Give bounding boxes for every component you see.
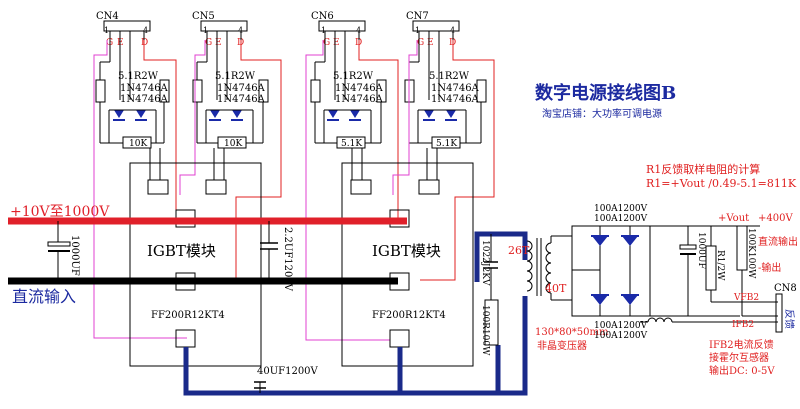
cn5-pin-g: G [205, 38, 212, 48]
cn7-pin-4: 4 [450, 26, 455, 35]
vfb2-label: VFB2 [733, 293, 759, 303]
bus-capacitor-mid: 2.2UF1200V [260, 221, 293, 292]
driver2-gate-res: 10K [224, 139, 242, 149]
r1-note-formula: R1=+Vout /0.49-5.1=811K [646, 177, 797, 190]
r1-note-title: R1反馈取样电阻的计算 [646, 162, 760, 176]
primary-turns: 26T [508, 244, 530, 257]
connector-cn5: CN5 G E 1 4 D [192, 11, 248, 48]
cn4-pin-d: D [141, 38, 148, 48]
cn4-label: CN4 [96, 11, 119, 22]
driver1-zener-b: 1N4746A [120, 94, 169, 105]
diode-bot-1: 100A1200V [594, 321, 648, 331]
gate-driver-1: 5.1R2W 1N4746A 1N4746A 10K [95, 40, 170, 180]
vout-plus: +Vout [718, 213, 749, 224]
ifb-note-2: 接霍尔互感器 [709, 351, 769, 364]
cn4-pin-4: 4 [143, 26, 148, 35]
v400: +400V [758, 213, 793, 224]
driver2-zener-a: 1N4746A [217, 83, 266, 94]
rectifier-bridge [571, 225, 651, 317]
minus-output: -输出 [758, 261, 781, 274]
bus-capacitor-left: 1000UF [47, 221, 80, 281]
ifb-note-1: IFB2电流反馈 [709, 338, 774, 351]
snubber: 1022J2KV 100R100W [480, 234, 499, 356]
bridge-output-wires [183, 231, 528, 396]
igbt1-part: FF200R12KT4 [151, 310, 225, 321]
cn6-pin-1: 1 [321, 26, 326, 35]
connector-cn6: CN6 G E 1 4 D [311, 11, 366, 48]
cn5-label: CN5 [192, 11, 215, 22]
igbt-module-1: IGBT模块 FF200R12KT4 [129, 162, 262, 367]
driver4-res: 5.1R2W [429, 71, 470, 82]
driver3-zener-a: 1N4746A [335, 83, 384, 94]
cn8-label: CN8 [774, 283, 797, 294]
transformer-size: 130*80*50mm [535, 327, 609, 338]
driver3-zener-b: 1N4746A [335, 94, 384, 105]
snubber-cap: 1022J2KV [480, 240, 490, 286]
gate-driver-2: 5.1R2W 1N4746A 1N4746A 10K [192, 40, 269, 180]
driver2-res: 5.1R2W [215, 71, 256, 82]
driver4-zener-a: 1N4746A [431, 83, 480, 94]
driver3-gate-res: 5.1K [341, 139, 362, 149]
bus-plus-label: +10V至1000V [10, 204, 110, 220]
connector-pins [109, 31, 454, 40]
page-title: 数字电源接线图B [535, 82, 676, 104]
driver1-res: 5.1R2W [118, 71, 159, 82]
dc-input-label: 直流输入 [12, 287, 76, 306]
out-cap-label: 1000UF [696, 232, 706, 269]
igbt-module-2: IGBT模块 FF200R12KT4 [341, 162, 474, 367]
snubber-res: 100R100W [480, 305, 490, 356]
cap-mid-label: 2.2UF1200V [282, 227, 293, 292]
secondary-turns: 40T [545, 282, 567, 295]
cn7-label: CN7 [406, 11, 429, 22]
shop-label: 淘宝店铺：大功率可调电源 [542, 107, 662, 120]
gate-driver-3: 5.1R2W 1N4746A 1N4746A 5.1K [310, 40, 387, 180]
igbt2-label: IGBT模块 [372, 242, 441, 260]
transformer [526, 235, 572, 301]
diode-top-2: 100A1200V [594, 214, 648, 224]
driver4-zener-b: 1N4746A [431, 94, 480, 105]
cn6-pin-4: 4 [356, 26, 361, 35]
igbt1-label: IGBT模块 [147, 242, 216, 260]
driver1-zener-a: 1N4746A [120, 83, 169, 94]
cn6-pin-g: G [323, 38, 330, 48]
driver4-gate-res: 5.1K [436, 139, 457, 149]
cn5-pin-e: E [215, 38, 222, 48]
emitter-wires [93, 40, 418, 341]
output-section [640, 225, 783, 333]
cn7-pin-g: G [417, 38, 424, 48]
cap-bottom-label: 40UF1200V [257, 366, 319, 377]
r2-label: 100K100W [746, 228, 756, 279]
driver3-res: 5.1R2W [333, 71, 374, 82]
diode-top-1: 100A1200V [594, 204, 648, 214]
diode-bot-2: 100A1200V [594, 331, 648, 341]
ifb-note-3: 输出DC: 0-5V [709, 364, 775, 377]
transformer-core: 非晶变压器 [537, 339, 587, 352]
connector-cn4: CN4 E G 1 4 D [96, 11, 151, 48]
gate-driver-4: 5.1R2W 1N4746A 1N4746A 5.1K [404, 40, 487, 180]
cn6-pin-e: E [333, 38, 340, 48]
cn5-pin-4: 4 [238, 26, 243, 35]
driver2-zener-b: 1N4746A [217, 94, 266, 105]
cn4-pin-1: 1 [104, 26, 109, 35]
cap-left-label: 1000UF [69, 235, 80, 276]
r1-label: R1/2W [715, 250, 725, 281]
cn7-pin-1: 1 [415, 26, 420, 35]
cn5-pin-1: 1 [203, 26, 208, 35]
ifb2-label: IFB2 [732, 320, 754, 330]
igbt2-part: FF200R12KT4 [372, 310, 446, 321]
feedback-label: 反馈 [783, 309, 796, 329]
cn6-label: CN6 [311, 11, 334, 22]
cn7-pin-e: E [427, 38, 434, 48]
dc-output: 直流输出 [758, 235, 798, 248]
driver1-gate-res: 10K [129, 139, 147, 149]
connector-cn7: CN7 G E 1 4 D [406, 11, 460, 48]
